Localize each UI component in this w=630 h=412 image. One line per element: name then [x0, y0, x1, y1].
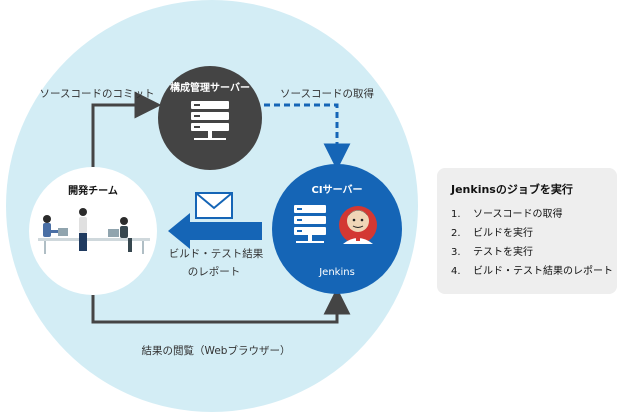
server-icon	[294, 205, 326, 243]
report-label-line1: ビルド・テスト結果	[169, 247, 264, 260]
step-text: ビルド・テスト結果のレポート	[473, 266, 613, 277]
scm-server-node: 構成管理サーバー	[158, 66, 262, 170]
browse-arrow	[91, 287, 351, 324]
dev-team-node: 開発チーム	[29, 167, 157, 295]
commit-arrow	[91, 91, 162, 167]
step-number: 2.	[451, 228, 461, 239]
step-text: テストを実行	[473, 247, 533, 258]
step-text: ソースコードの取得	[473, 209, 563, 220]
jobs-panel: Jenkinsのジョブを実行 1. ソースコードの取得 2. ビルドを実行 3. テス…	[437, 168, 617, 294]
scm-server-label: 構成管理サーバー	[170, 81, 250, 94]
step-number: 3.	[451, 247, 461, 258]
ci-server-node: CIサーバー Jenkins	[272, 164, 402, 294]
fetch-arrow	[264, 103, 351, 171]
jenkins-label: Jenkins	[318, 267, 355, 278]
server-icon	[191, 101, 229, 140]
jenkins-logo-icon	[339, 206, 377, 244]
report-label-line2: のレポート	[188, 266, 241, 278]
fetch-label: ソースコードの取得	[280, 88, 374, 100]
job-step: 4. ビルド・テスト結果のレポート	[451, 262, 613, 281]
step-number: 1.	[451, 209, 461, 220]
dev-team-label: 開発チーム	[68, 184, 118, 197]
step-text: ビルドを実行	[473, 228, 533, 239]
job-step: 2. ビルドを実行	[451, 224, 603, 243]
people-at-desk-icon	[38, 208, 150, 254]
mail-icon	[195, 192, 233, 219]
browse-label: 結果の閲覧（Webブラウザー）	[142, 344, 291, 357]
commit-label: ソースコードのコミット	[40, 88, 155, 100]
step-number: 4.	[451, 266, 461, 277]
job-step: 1. ソースコードの取得	[451, 205, 603, 224]
report-arrow	[168, 213, 262, 249]
job-step: 3. テストを実行	[451, 243, 603, 262]
jobs-panel-title: Jenkinsのジョブを実行	[451, 183, 573, 196]
ci-server-label: CIサーバー	[312, 184, 363, 196]
